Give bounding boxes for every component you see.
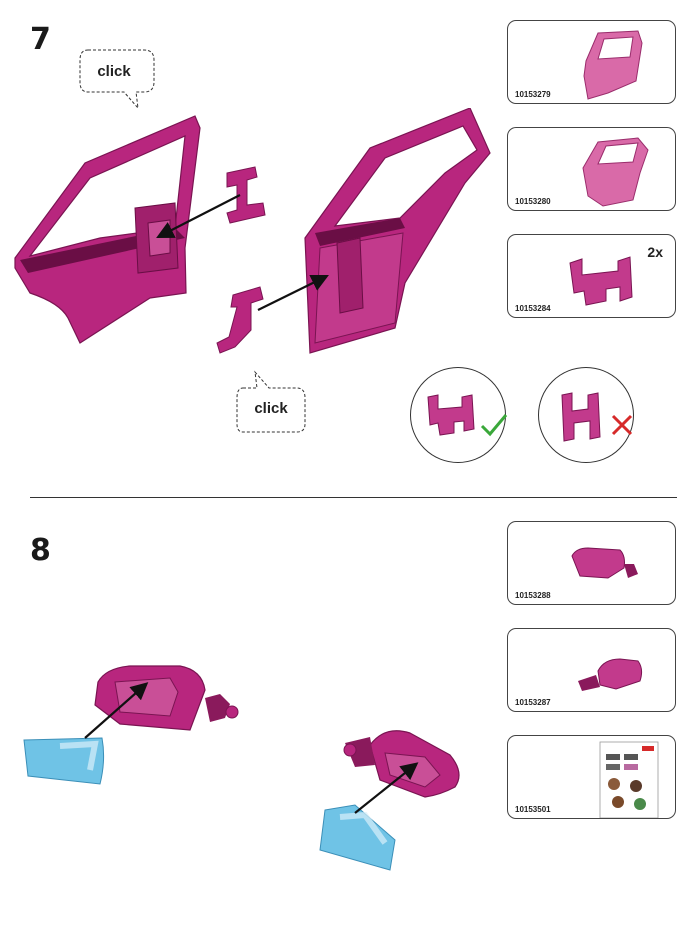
correct-orientation-circle xyxy=(410,367,508,463)
sticker-sheet-part-icon xyxy=(599,741,659,818)
click-label-top: click xyxy=(97,63,131,80)
part-number: 10153280 xyxy=(515,197,551,206)
step-7-number: 7 xyxy=(30,22,51,57)
part-box-10153501: 10153501 xyxy=(507,735,676,819)
rear-door-right-illustration xyxy=(304,108,491,354)
part-number: 10153284 xyxy=(515,304,551,313)
part-box-10153288: 10153288 xyxy=(507,521,676,605)
rear-door-part-icon xyxy=(582,137,649,207)
wrong-orientation-circle xyxy=(538,367,634,463)
mirror-housing-left-illustration xyxy=(23,665,239,785)
mirror-housing-part-icon xyxy=(578,658,643,691)
quantity-label: 2x xyxy=(647,244,663,260)
x-mark-icon xyxy=(611,414,633,436)
step-8-arrows xyxy=(84,682,419,814)
part-number: 10153287 xyxy=(515,698,551,707)
rear-door-left-illustration xyxy=(14,115,201,344)
click-bubble-top xyxy=(79,49,155,110)
hinge-clip-lower xyxy=(216,286,264,354)
step-7-arrows xyxy=(156,194,329,311)
part-box-10153279: 10153279 xyxy=(507,20,676,104)
part-box-10153284: 2x 10153284 xyxy=(507,234,676,318)
hinge-clip-upper xyxy=(226,166,266,224)
part-box-10153280: 10153280 xyxy=(507,127,676,211)
part-number: 10153501 xyxy=(515,805,551,814)
part-box-10153287: 10153287 xyxy=(507,628,676,712)
part-number: 10153288 xyxy=(515,591,551,600)
step-8-number: 8 xyxy=(30,533,51,568)
rear-door-part-icon xyxy=(583,30,643,100)
check-mark-icon xyxy=(480,414,508,437)
mirror-housing-part-icon xyxy=(571,547,638,579)
click-bubble-bottom xyxy=(236,370,306,433)
step-divider xyxy=(30,497,677,498)
part-number: 10153279 xyxy=(515,90,551,99)
hinge-clip-part-icon xyxy=(569,256,633,306)
click-label-bottom: click xyxy=(254,400,288,417)
